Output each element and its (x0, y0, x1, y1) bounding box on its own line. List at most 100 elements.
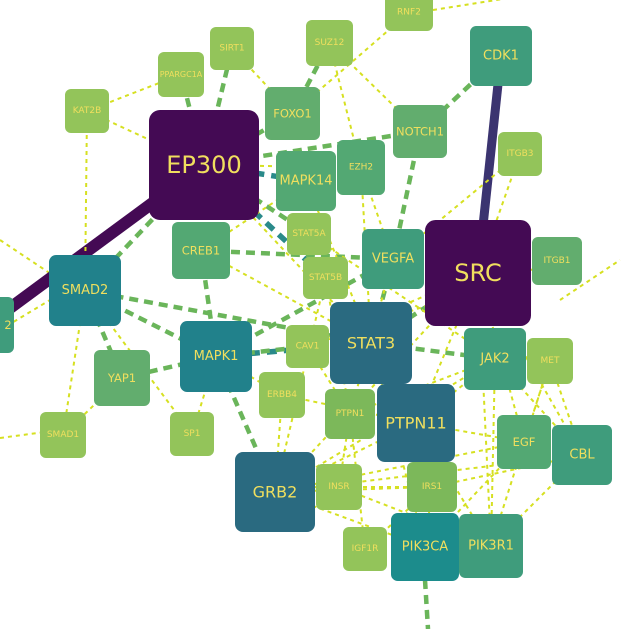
node-label: PIK3R1 (468, 539, 514, 554)
node-vegfa[interactable]: VEGFA (362, 229, 424, 289)
node-box (330, 302, 412, 384)
node-foxo1[interactable]: FOXO1 (265, 87, 320, 140)
node-label: SIRT1 (219, 44, 244, 54)
node-ep300[interactable]: EP300 (149, 110, 259, 220)
node-igf1r[interactable]: IGF1R (343, 527, 387, 571)
node-label: KAT2B (73, 106, 102, 116)
node-label: VEGFA (372, 252, 414, 267)
node-label: CREB1 (182, 244, 221, 258)
node-label: YAP1 (107, 371, 136, 385)
node-box (464, 328, 526, 390)
node-box (158, 52, 204, 97)
node-creb1[interactable]: CREB1 (172, 222, 230, 279)
node-label: INSR (328, 482, 349, 492)
node-label: 2 (4, 318, 11, 332)
node-stat3[interactable]: STAT3 (330, 302, 412, 384)
edge-stat3-ezh2 (360, 167, 372, 344)
node-box (180, 321, 252, 392)
node-itgb3[interactable]: ITGB3 (498, 132, 542, 176)
node-ptpn1[interactable]: PTPN1 (325, 389, 375, 439)
node-label: EP300 (166, 151, 241, 179)
node-box (498, 132, 542, 176)
node-label: CBL (569, 448, 595, 463)
node-notch1[interactable]: NOTCH1 (393, 105, 447, 158)
node-mapk1[interactable]: MAPK1 (180, 321, 252, 392)
node-box (459, 514, 523, 578)
node-label: PTPN11 (385, 414, 446, 433)
node-box (552, 425, 612, 485)
node-insr[interactable]: INSR (316, 464, 362, 510)
node-label: FOXO1 (273, 107, 311, 121)
node-box (407, 462, 457, 512)
node-box (235, 452, 315, 532)
node-edge2[interactable]: 2 (0, 297, 14, 353)
node-box (532, 237, 582, 285)
node-label: SRC (454, 259, 501, 287)
node-sirt1[interactable]: SIRT1 (210, 27, 254, 70)
node-label: PPARGC1A (160, 70, 203, 79)
node-stat5a[interactable]: STAT5A (287, 213, 331, 255)
edge-src-egf (477, 272, 525, 443)
node-label: RNF2 (397, 8, 421, 18)
node-pik3r1[interactable]: PIK3R1 (459, 514, 523, 578)
node-yap1[interactable]: YAP1 (94, 350, 150, 406)
node-mapk14[interactable]: MAPK14 (276, 151, 336, 211)
node-box (265, 87, 320, 140)
node-smad1[interactable]: SMAD1 (40, 412, 86, 458)
node-box (377, 384, 455, 462)
node-label: IGF1R (352, 544, 379, 554)
node-ppargc1a[interactable]: PPARGC1A (158, 52, 204, 97)
node-box (259, 372, 305, 418)
node-grb2[interactable]: GRB2 (235, 452, 315, 532)
node-label: JAK2 (479, 352, 509, 367)
node-box (210, 27, 254, 70)
node-smad2[interactable]: SMAD2 (49, 255, 121, 326)
node-met[interactable]: MET (527, 338, 573, 384)
node-box (470, 26, 532, 86)
node-jak2[interactable]: JAK2 (464, 328, 526, 390)
node-cdk1[interactable]: CDK1 (470, 26, 532, 86)
node-label: CAV1 (296, 342, 320, 352)
node-box (286, 325, 329, 368)
node-box (425, 220, 531, 326)
node-label: STAT5A (292, 229, 326, 239)
edge-offscreen (432, 0, 503, 11)
node-ptpn11[interactable]: PTPN11 (377, 384, 455, 462)
node-egf[interactable]: EGF (497, 415, 551, 469)
node-rnf2[interactable]: RNF2 (385, 0, 433, 31)
node-box (287, 213, 331, 255)
edge-offscreen (422, 579, 431, 629)
node-label: SMAD1 (47, 430, 79, 440)
node-box (316, 464, 362, 510)
node-cbl[interactable]: CBL (552, 425, 612, 485)
node-box (306, 20, 353, 66)
node-label: ITGB1 (543, 256, 570, 266)
node-pik3ca[interactable]: PIK3CA (391, 513, 459, 581)
node-kat2b[interactable]: KAT2B (65, 89, 109, 133)
node-cav1[interactable]: CAV1 (286, 325, 329, 368)
node-box (40, 412, 86, 458)
node-irs1[interactable]: IRS1 (407, 462, 457, 512)
node-label: NOTCH1 (396, 125, 444, 139)
node-ezh2[interactable]: EZH2 (337, 140, 385, 195)
edge-egf-met (523, 360, 551, 443)
node-label: SP1 (184, 429, 201, 439)
node-box (65, 89, 109, 133)
node-erbb4[interactable]: ERBB4 (259, 372, 305, 418)
node-suz12[interactable]: SUZ12 (306, 20, 353, 66)
node-label: STAT3 (347, 334, 395, 353)
node-label: EGF (513, 435, 536, 449)
node-stat5b[interactable]: STAT5B (303, 257, 348, 299)
node-src[interactable]: SRC (425, 220, 531, 326)
node-sp1[interactable]: SP1 (170, 412, 214, 456)
node-box (276, 151, 336, 211)
node-box (343, 527, 387, 571)
node-label: PTPN1 (336, 409, 365, 419)
node-box (527, 338, 573, 384)
node-label: MAPK14 (279, 174, 332, 189)
node-itgb1[interactable]: ITGB1 (532, 237, 582, 285)
node-label: STAT5B (309, 273, 342, 283)
edge-pik3r1-jak2 (490, 358, 496, 547)
